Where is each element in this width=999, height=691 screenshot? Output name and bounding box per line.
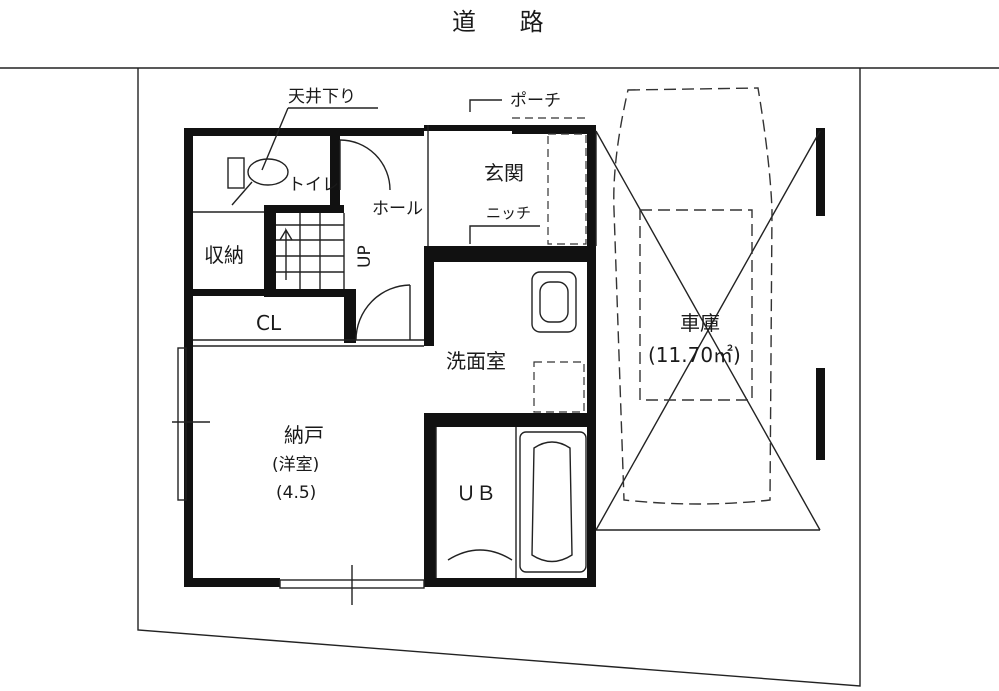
niche-label: ニッチ: [486, 204, 531, 222]
doors: [339, 139, 411, 341]
closet-label: CL: [256, 311, 282, 335]
toilet-fixture: [227, 157, 289, 206]
toilet-label: トイレ: [288, 175, 339, 195]
washroom-label: 洗面室: [446, 349, 506, 373]
porch-label: ポーチ: [510, 91, 561, 111]
stairs: [276, 213, 345, 289]
unit-bath-label: ＵＢ: [456, 481, 496, 505]
garage: [595, 87, 825, 531]
storeroom-label: 納戸: [284, 423, 324, 447]
stairs-up-label: UP: [355, 245, 375, 268]
left-window: [172, 347, 210, 501]
lot-boundary: [137, 68, 861, 687]
porch-arrow: [469, 99, 502, 112]
shoe-cabinet: [547, 133, 587, 245]
ceiling-drop-label: 天井下り: [288, 87, 356, 107]
interior-lines: [193, 125, 597, 578]
garage-label: 車庫: [680, 311, 720, 335]
bathtub: [447, 431, 587, 573]
storeroom-size-label: (4.5): [276, 483, 316, 503]
ceiling-drop-arrow: [261, 107, 289, 171]
niche-leader: [469, 225, 540, 244]
hall-label: ホール: [372, 199, 423, 219]
storeroom-type-label: (洋室): [272, 455, 319, 475]
road-label: 道 路: [452, 8, 562, 36]
sink: [531, 271, 577, 333]
washer-space: [533, 361, 585, 413]
entrance-label: 玄関: [484, 161, 524, 185]
garage-area-label: (11.70㎡): [648, 343, 741, 367]
bottom-window: [279, 565, 425, 605]
storage-label: 収納: [204, 243, 244, 267]
house-walls: [184, 125, 596, 587]
